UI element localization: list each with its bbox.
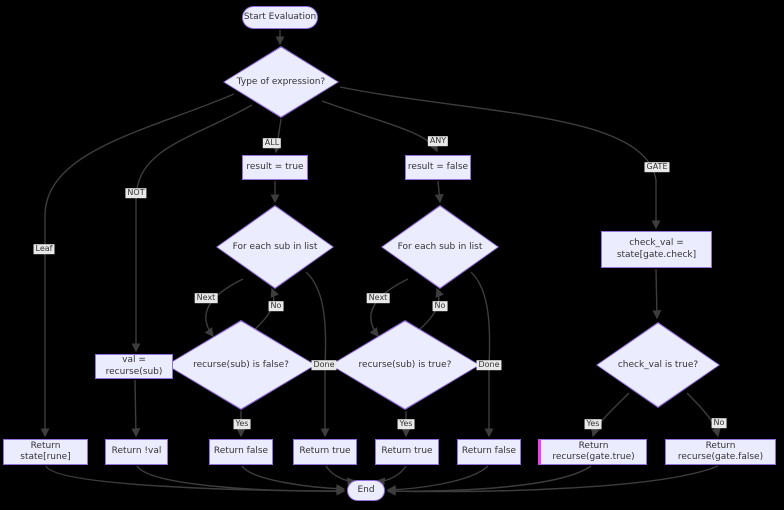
edge-returnstate-end xyxy=(45,465,346,496)
node-return-state-rune: Return state[rune] xyxy=(3,439,88,465)
node-check-val-line1: check_val = xyxy=(629,238,684,249)
edge-label-done-all: Done xyxy=(311,360,337,370)
edge-label-done-any: Done xyxy=(476,360,502,370)
edge-label-gate: GATE xyxy=(644,162,670,172)
edge-returntrueall-end xyxy=(325,465,357,487)
edge-foreachany-done xyxy=(470,271,494,438)
edge-foreachall-next xyxy=(204,278,244,338)
edge-type-not xyxy=(131,104,253,353)
edge-label-leaf: Leaf xyxy=(33,244,55,254)
edge-resultfalse-foreach xyxy=(434,180,444,204)
edge-type-any xyxy=(321,100,438,153)
node-end: End xyxy=(347,480,385,501)
edge-foreachall-done xyxy=(305,271,330,438)
edge-checktrue-yes xyxy=(590,392,630,438)
edge-label-no-all: No xyxy=(268,301,284,311)
node-val-recurse: val = recurse(sub) xyxy=(95,354,173,379)
node-return-true-any: Return true xyxy=(375,439,439,465)
edge-foreachany-next xyxy=(369,278,409,338)
edge-label-any: ANY xyxy=(427,136,449,146)
edge-label-next-any: Next xyxy=(366,293,390,303)
node-result-false: result = false xyxy=(405,155,471,180)
edge-label-all: ALL xyxy=(262,138,282,148)
edge-checkval-diamond xyxy=(652,268,662,320)
node-return-recurse-gate-true: Return recurse(gate.true) xyxy=(538,439,647,465)
edge-returnfalseany-end xyxy=(386,465,489,495)
edge-label-yes-gate: Yes xyxy=(584,419,602,429)
edge-type-gate xyxy=(339,86,661,230)
node-check-val-line2: state[gate.check] xyxy=(616,249,697,260)
node-return-false-any: Return false xyxy=(457,439,521,465)
node-check-val: check_val = state[gate.check] xyxy=(601,231,712,268)
edge-returnnotval-end xyxy=(136,465,346,496)
edge-returngatefalse-end xyxy=(386,465,719,496)
edge-label-not: NOT xyxy=(125,188,147,198)
node-return-true-all: Return true xyxy=(293,439,357,465)
edge-returntrueany-end xyxy=(375,465,407,487)
edge-valrecurse-return xyxy=(131,379,141,438)
edge-label-yes-any: Yes xyxy=(397,419,415,429)
edge-type-leaf xyxy=(40,93,235,438)
edge-label-next-all: Next xyxy=(194,293,218,303)
edge-label-no-any: No xyxy=(432,301,448,311)
node-return-false-all: Return false xyxy=(209,439,273,465)
edge-label-yes-all: Yes xyxy=(233,419,251,429)
node-start: Start Evaluation xyxy=(242,6,318,29)
node-return-recurse-gate-false: Return recurse(gate.false) xyxy=(665,439,776,465)
node-result-true: result = true xyxy=(242,155,308,180)
edge-returnfalseall-end xyxy=(241,465,346,494)
edge-label-no-gate: No xyxy=(711,418,727,428)
node-return-not-val: Return !val xyxy=(105,439,168,465)
edge-checktrue-no xyxy=(686,392,721,438)
